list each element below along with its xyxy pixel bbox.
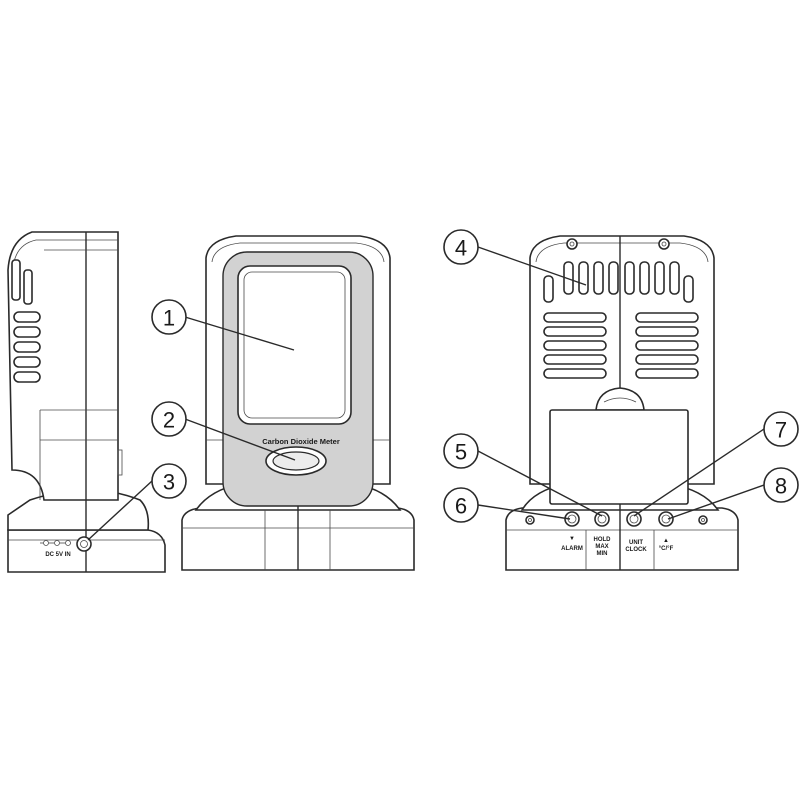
- alarm-arrow: ▼: [569, 536, 575, 542]
- min-label: MIN: [597, 551, 608, 557]
- hold-label: HOLD: [594, 537, 612, 543]
- max-label: MAX: [595, 544, 608, 550]
- unit-label: UNIT: [629, 540, 643, 546]
- callout-8-number: 8: [775, 474, 787, 499]
- meter-label: Carbon Dioxide Meter: [262, 437, 340, 446]
- side-vents: [11, 259, 41, 383]
- clock-label: CLOCK: [625, 547, 647, 553]
- callout-1-number: 1: [163, 306, 175, 331]
- leader-lines: [87, 246, 765, 541]
- screws: [525, 238, 708, 525]
- power-label: DC 5V IN: [45, 552, 70, 558]
- callout-5: 5: [443, 433, 479, 469]
- callout-2: 2: [151, 401, 187, 437]
- callout-3-number: 3: [163, 470, 175, 495]
- side-view: DC 5V IN: [7, 231, 166, 573]
- callout-2-number: 2: [163, 408, 175, 433]
- callout-5-number: 5: [455, 440, 467, 465]
- alarm-label: ALARM: [561, 546, 583, 552]
- power-jack: [40, 536, 92, 552]
- temp-unit-label: °C/°F: [659, 546, 674, 552]
- back-buttons: [564, 511, 674, 527]
- callout-8: 8: [763, 467, 799, 503]
- callout-1: 1: [151, 299, 187, 335]
- callout-3: 3: [151, 463, 187, 499]
- callout-4-number: 4: [455, 236, 467, 261]
- callout-7: 7: [763, 411, 799, 447]
- callout-6: 6: [443, 487, 479, 523]
- back-view: ▼ ALARM HOLD MAX MIN UNIT CLOCK ▲ °C/°F: [505, 235, 739, 571]
- back-vents-top: [543, 261, 694, 303]
- callout-4: 4: [443, 229, 479, 265]
- callout-6-number: 6: [455, 494, 467, 519]
- back-vents-side: [543, 312, 699, 379]
- temp-arrow: ▲: [663, 538, 669, 544]
- callout-7-number: 7: [775, 418, 787, 443]
- front-view: Carbon Dioxide Meter: [181, 235, 415, 571]
- battery-cover: [549, 409, 689, 505]
